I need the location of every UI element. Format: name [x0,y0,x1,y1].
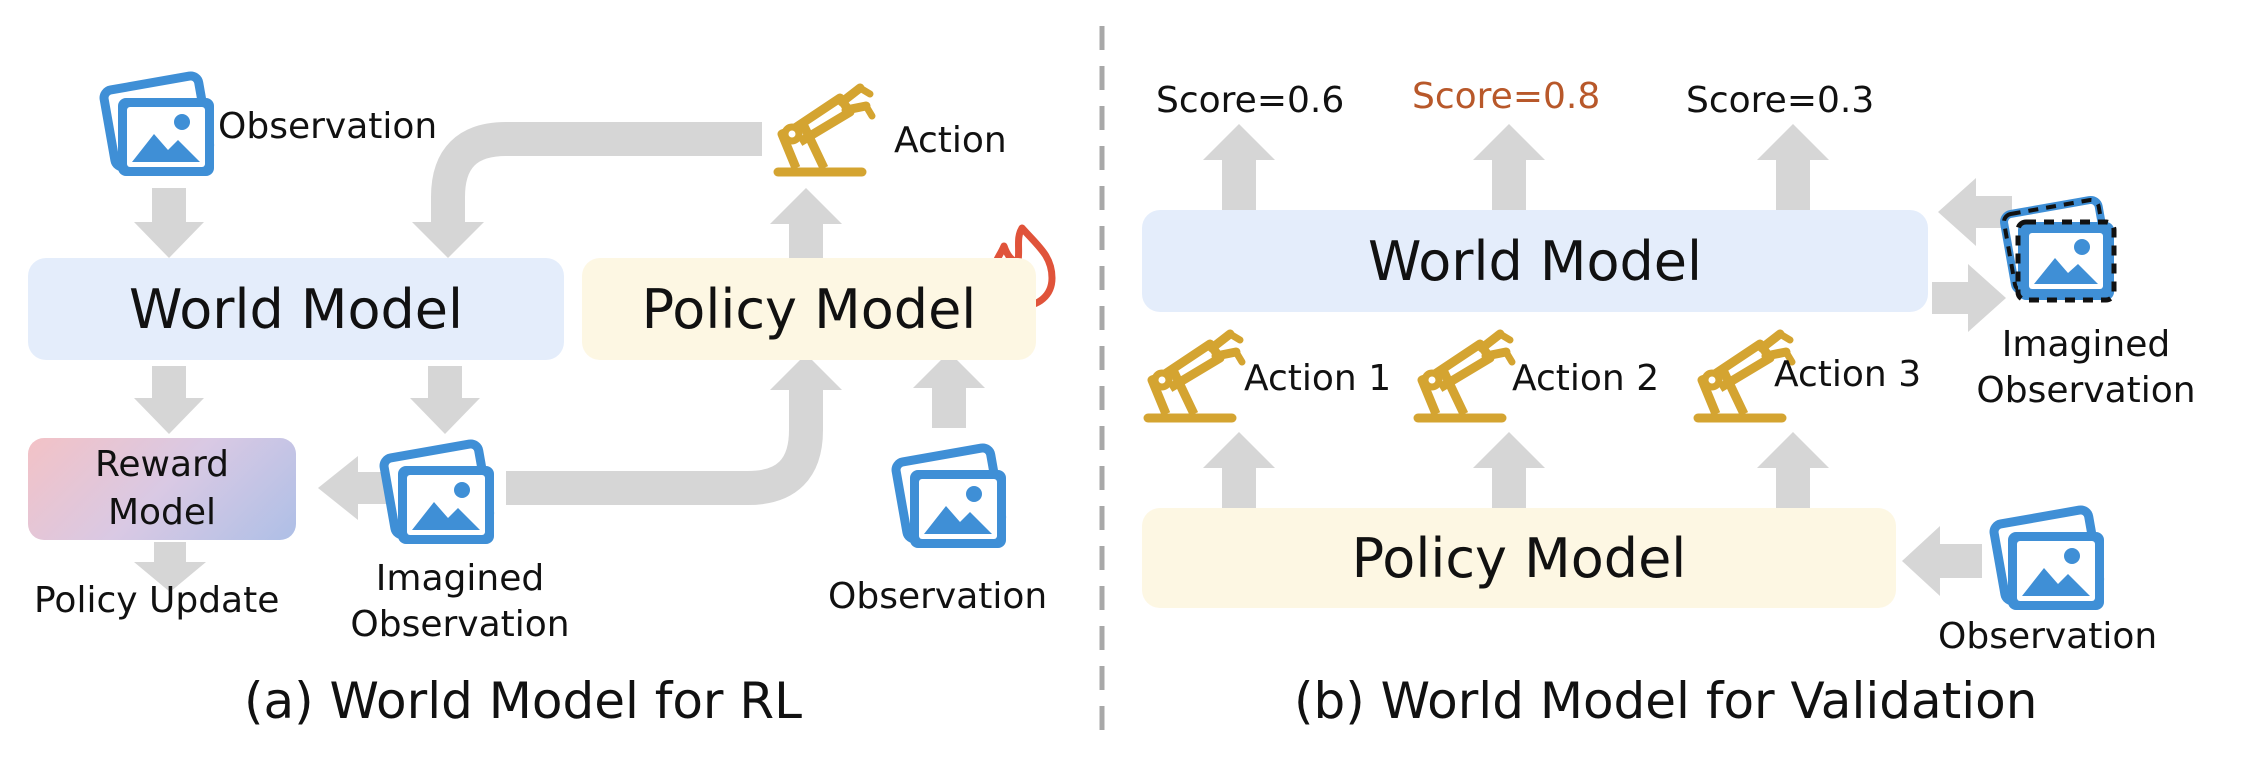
reward-model-box: Reward Model [28,438,296,540]
imagined-line1-b: Imagined [2001,324,2171,365]
panel-b-arrows [1203,124,2012,596]
imagined-line2-b: Observation [1976,370,2196,411]
imagined-observation-dashed-icon [2003,199,2114,300]
observation-b-label: Observation [1938,616,2158,657]
reward-model-line1: Reward [94,444,230,485]
score-1-label: Score=0.6 [1156,80,1345,121]
panel-a-arrows [134,188,985,592]
observation-right-label: Observation [828,576,1048,617]
imagined-observation-icon [383,443,494,544]
observation-top-icon [103,75,214,176]
action-1-robot-arm-icon [1148,334,1242,418]
policy-update-label: Policy Update [34,580,280,621]
observation-b-icon [1993,509,2104,610]
policy-model-label-a: Policy Model [641,277,977,341]
policy-model-box-b: Policy Model [1142,508,1896,608]
action-2-robot-arm-icon [1418,334,1512,418]
imagined-line1-a: Imagined [375,558,545,599]
imagined-line2-a: Observation [350,604,570,645]
action-2-label: Action 2 [1512,358,1660,399]
policy-model-box-a: Policy Model [582,258,1036,360]
caption-b: (b) World Model for Validation [1294,672,2038,730]
caption-a: (a) World Model for RL [244,672,802,730]
action-1-label: Action 1 [1244,358,1392,399]
imagined-observation-label-b: Imagined Observation [1966,322,2206,414]
policy-model-label-b: Policy Model [1351,526,1687,590]
score-3-label: Score=0.3 [1686,80,1875,121]
world-model-box-b: World Model [1142,210,1928,312]
action-label: Action [894,120,1007,161]
world-model-label-b: World Model [1367,229,1703,293]
action-to-world-model-arrow [431,122,762,222]
score-2-label: Score=0.8 [1412,76,1601,117]
action-robot-arm-icon [778,88,872,172]
imagined-to-policy-arrow [506,388,823,505]
world-model-box-a: World Model [28,258,564,360]
observation-right-icon [895,447,1006,548]
reward-model-line2: Model [107,492,217,533]
observation-top-label: Observation [218,106,438,147]
world-model-label-a: World Model [128,277,464,341]
action-3-label: Action 3 [1774,354,1922,395]
imagined-observation-label-a: Imagined Observation [340,556,580,648]
